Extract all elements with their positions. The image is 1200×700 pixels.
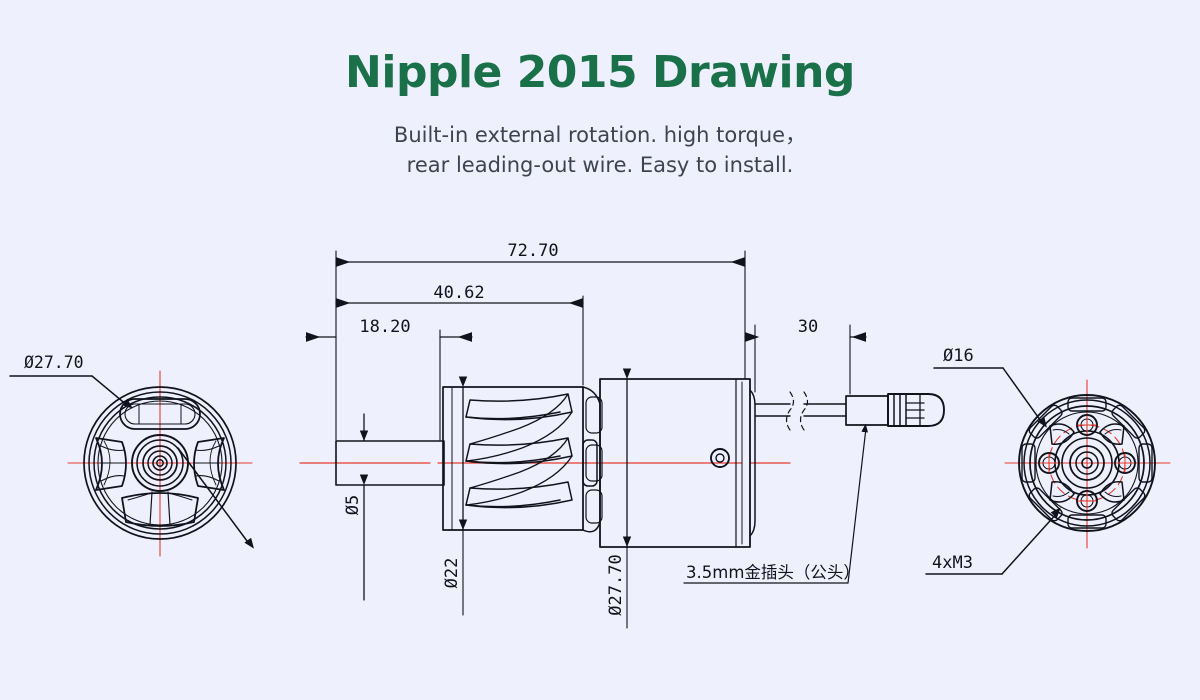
rotor-bell <box>442 386 584 531</box>
rear-hub-bore <box>1081 457 1093 469</box>
front-face-view <box>9 370 254 557</box>
rear-hub-ring-2 <box>1061 437 1113 489</box>
rear-ring-3 <box>1029 405 1145 521</box>
front-slot-top <box>119 398 201 430</box>
front-ring-2 <box>88 391 232 535</box>
front-hub-ring-3 <box>142 445 178 481</box>
connector-note-leader <box>683 423 869 584</box>
label-connector-length: 30 <box>798 317 818 337</box>
subtitle-line-1: Built-in external rotation. high torque， <box>393 123 807 147</box>
page-title: Nipple 2015 Drawing <box>345 47 855 98</box>
rear-hub-ring-3 <box>1069 445 1105 481</box>
mounting-hole <box>1038 452 1060 474</box>
dimension-extension-lines <box>335 250 851 441</box>
front-lower-leader <box>177 447 254 549</box>
housing-screw-boss <box>710 448 730 468</box>
front-shaft-bore <box>156 459 164 467</box>
front-slot-right <box>193 437 225 491</box>
label-housing-diameter: Ø27.70 <box>606 554 626 615</box>
bullet-connector <box>845 393 945 427</box>
label-bolt-circle-diameter: Ø16 <box>943 346 974 366</box>
rear-hub-ring-4 <box>1075 451 1099 475</box>
rear-ring-4 <box>1035 411 1139 515</box>
mounting-hole <box>1076 490 1098 512</box>
rear-thread-leader <box>925 507 1061 575</box>
rear-boltcircle-leader <box>933 367 1047 428</box>
rear-face-view <box>925 367 1171 575</box>
front-hub-ring-2 <box>136 439 184 487</box>
rear-vane-pockets <box>1049 423 1125 503</box>
label-shaft-diameter: Ø5 <box>343 495 363 515</box>
front-hub-ring-1 <box>131 434 189 492</box>
front-slot-left <box>95 437 127 491</box>
rear-ring-2 <box>1023 399 1151 527</box>
front-slot-bottom <box>121 491 199 527</box>
front-ring-4 <box>97 400 223 526</box>
subtitle-line-2: rear leading-out wire. Easy to install. <box>406 153 794 177</box>
label-body-length: 40.62 <box>433 283 484 303</box>
label-bell-diameter: Ø22 <box>442 558 462 589</box>
side-section-view <box>299 250 945 629</box>
rear-mounting-holes <box>1038 414 1136 512</box>
mounting-hole <box>1114 452 1136 474</box>
label-overall-length: 72.70 <box>507 241 558 261</box>
output-shaft <box>335 440 445 486</box>
rear-rim-notches <box>1021 397 1153 529</box>
front-outer-ring <box>83 386 237 540</box>
page-subtitle: Built-in external rotation. high torque，… <box>0 120 1200 180</box>
label-front-diameter: Ø27.70 <box>24 353 84 372</box>
front-ring-3 <box>93 396 227 530</box>
label-mounting-threads: 4xM3 <box>932 553 973 573</box>
front-hub-ring-4 <box>147 450 173 476</box>
stator-housing <box>599 378 756 548</box>
front-hub-ring-5 <box>152 455 168 471</box>
mounting-hole <box>1076 414 1098 436</box>
rear-outer-ring <box>1018 394 1156 532</box>
label-connector-note: 3.5mm金插头（公头） <box>686 563 860 582</box>
label-shaft-length: 18.20 <box>359 317 410 337</box>
front-diameter-leader <box>9 375 133 409</box>
lead-wire <box>754 391 847 431</box>
